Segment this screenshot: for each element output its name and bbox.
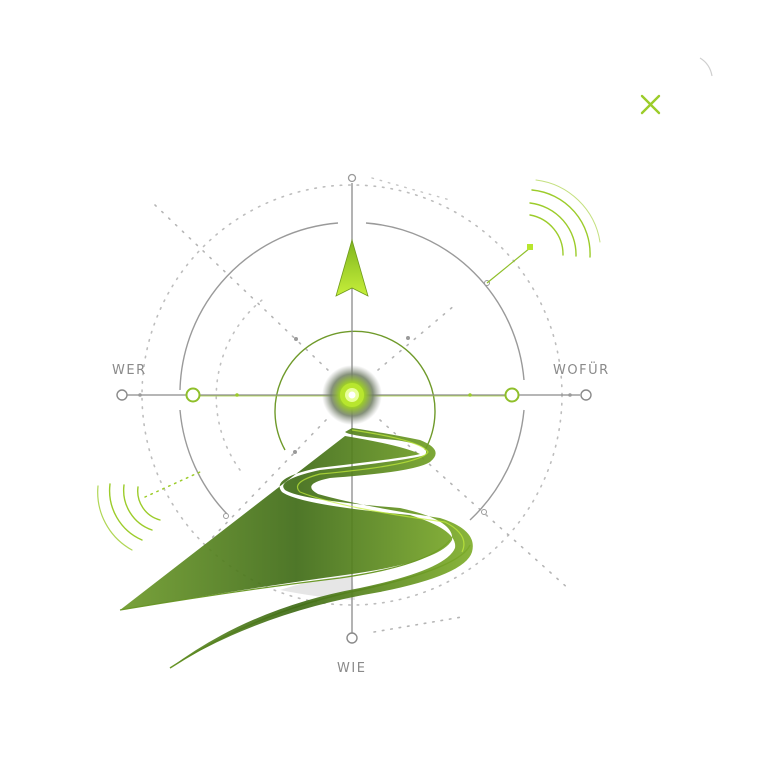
axis-dot-4: [568, 393, 572, 397]
east-ring-node: [504, 387, 520, 403]
diagonal-dotted-sw: [209, 419, 327, 541]
ne-connector: [486, 247, 531, 284]
bottom-dotted: [373, 616, 463, 633]
inner-dotted-arc: [215, 299, 263, 471]
top-dotted: [371, 177, 451, 201]
axis-dot-2: [235, 393, 239, 397]
ne-connector-node: [527, 244, 533, 250]
label-east: WOFÜR: [553, 361, 610, 378]
inner-node-nw: [294, 337, 298, 341]
signal-waves-sw-icon: [97, 483, 161, 551]
inner-node-ne: [406, 336, 410, 340]
label-west: WER: [112, 363, 147, 378]
signal-waves-icon: [529, 179, 601, 258]
inner-ring: [274, 330, 436, 451]
sw-connector: [144, 471, 201, 498]
main-ring-top-right: [365, 222, 525, 381]
diagonal-dotted-nw: [154, 204, 331, 373]
winding-path: [119, 428, 473, 669]
main-ring-bottom-right: [469, 409, 525, 521]
axis-dot-1: [138, 393, 142, 397]
axis-dot-3: [468, 393, 472, 397]
west-ring-node: [185, 387, 201, 403]
compass-needle-icon: [335, 238, 369, 297]
ring-node-sw: [223, 513, 229, 519]
corner-arc-decoration: [699, 57, 713, 77]
east-node: [580, 389, 592, 401]
inner-node-sw: [293, 450, 297, 454]
close-icon: [640, 94, 661, 115]
south-node: [346, 632, 358, 644]
main-ring-bottom-left: [179, 409, 229, 516]
label-south: WIE: [337, 661, 366, 676]
ring-node-se: [481, 509, 487, 515]
center-core: [322, 365, 382, 425]
north-node: [347, 173, 357, 183]
west-node: [116, 389, 128, 401]
main-ring-top-left: [179, 222, 339, 391]
diagonal-dotted-se: [379, 419, 571, 591]
close-button[interactable]: [634, 88, 668, 122]
